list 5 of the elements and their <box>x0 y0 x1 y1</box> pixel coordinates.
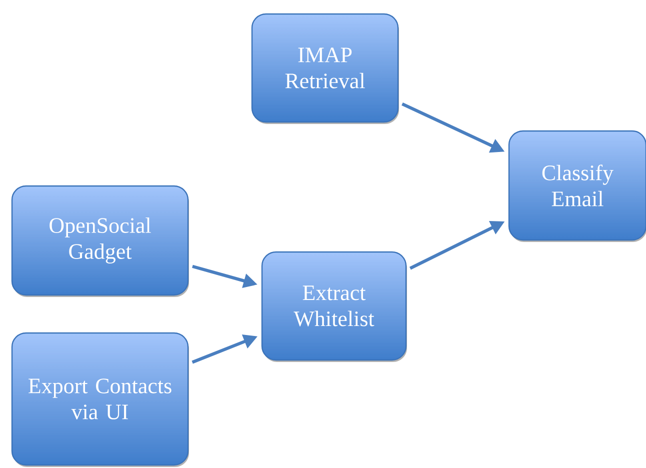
process-box: Extract Whitelist <box>261 251 407 362</box>
process-box: IMAP Retrieval <box>251 13 399 124</box>
process-box: OpenSocial Gadget <box>11 185 189 297</box>
process-box: Classify Email <box>508 130 646 242</box>
process-box: Export Contacts via UI <box>11 332 189 467</box>
